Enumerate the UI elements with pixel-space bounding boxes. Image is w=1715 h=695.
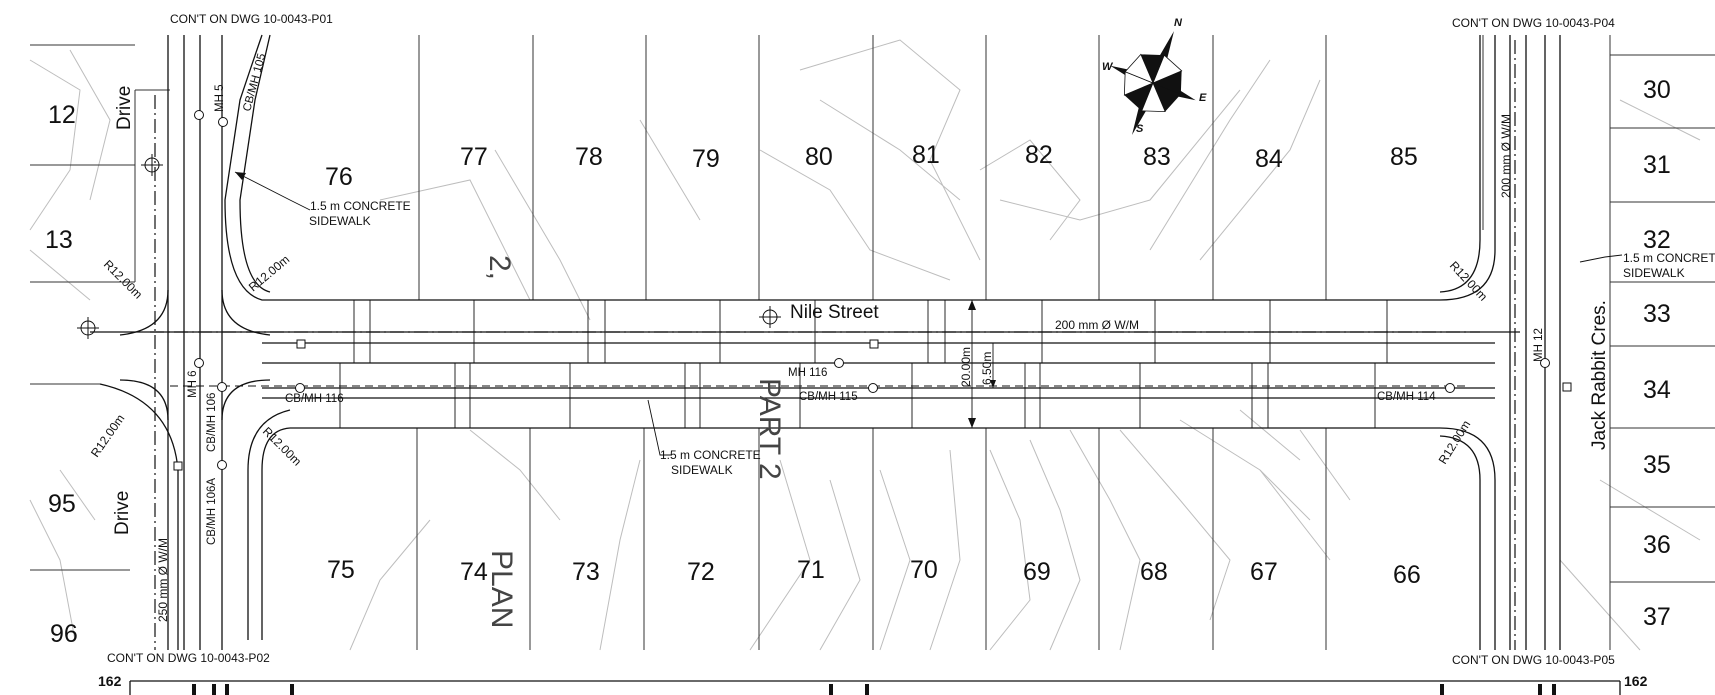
lot-number: 96 xyxy=(50,620,78,648)
radius-label: R12.00m xyxy=(260,424,304,468)
row-width-dimension: 20.00m xyxy=(959,347,973,387)
watermain-label: 200 mm Ø W/M xyxy=(1055,318,1139,332)
radius-label: R12.00m xyxy=(101,257,145,301)
lot-number: 36 xyxy=(1643,531,1671,559)
lot-number: 66 xyxy=(1393,561,1421,589)
lot-number: 84 xyxy=(1255,145,1283,173)
profile-elevation-left: 162 xyxy=(98,673,122,689)
leader-lines xyxy=(234,171,1623,456)
lot-number: 13 xyxy=(45,226,73,254)
profile-elevation-right: 162 xyxy=(1624,673,1648,689)
structure-label: CB/MH 115 xyxy=(799,391,858,403)
topo-contours xyxy=(29,39,1701,651)
radius-label: R12.00m xyxy=(246,252,292,294)
street-name-jack-rabbit: Jack Rabbit Cres. xyxy=(1589,300,1610,450)
lot-number: 34 xyxy=(1643,376,1671,404)
west-lot-lines xyxy=(30,44,170,571)
compass-rose-icon xyxy=(1110,31,1196,135)
lot-number: 31 xyxy=(1643,151,1671,179)
structure-label: MH 6 xyxy=(187,371,199,398)
lot-number: 77 xyxy=(460,143,488,171)
lot-number: 80 xyxy=(805,143,833,171)
compass-e-label: E xyxy=(1199,92,1207,104)
lot-number: 74 xyxy=(460,558,488,586)
ghost-mark: 2, xyxy=(483,255,516,280)
structures xyxy=(173,110,1572,471)
cont-ref-top-right: CON'T ON DWG 10-0043-P04 xyxy=(1452,16,1615,30)
profile-strip xyxy=(129,680,1621,695)
lot-number: 37 xyxy=(1643,603,1671,631)
lot-number: 76 xyxy=(325,163,353,191)
lot-number: 35 xyxy=(1643,451,1671,479)
lot-number: 69 xyxy=(1023,558,1051,586)
lot-number: 78 xyxy=(575,143,603,171)
sidewalk-note: 1.5 m CONCRETE SIDEWALK xyxy=(309,199,414,228)
structure-label: MH 12 xyxy=(1533,328,1545,362)
lot-number: 33 xyxy=(1643,300,1671,328)
road-width-dimension: 6.50m xyxy=(980,352,994,385)
part-label: PART 2 xyxy=(753,378,786,480)
drive-west-road xyxy=(99,34,291,650)
lot-number: 82 xyxy=(1025,141,1053,169)
compass-n-label: N xyxy=(1174,17,1183,29)
structure-label: CB/MH 106A xyxy=(206,478,218,545)
lot-number: 73 xyxy=(572,558,600,586)
hydrant-symbols xyxy=(77,154,781,339)
structure-label: CB/MH 116 xyxy=(285,393,344,405)
cont-ref-bottom-right: CON'T ON DWG 10-0043-P05 xyxy=(1452,653,1615,667)
cont-ref-top-left: CON'T ON DWG 10-0043-P01 xyxy=(170,12,333,26)
lot-number: 70 xyxy=(910,556,938,584)
south-lot-lines xyxy=(416,428,1327,650)
lot-number: 30 xyxy=(1643,76,1671,104)
lot-number: 95 xyxy=(48,490,76,518)
watermain-label: 250 mm Ø W/M xyxy=(156,538,170,622)
structure-label: MH 116 xyxy=(788,367,827,379)
lot-number: 79 xyxy=(692,145,720,173)
radius-label: R12.00m xyxy=(1447,258,1490,303)
service-lateral-ticks xyxy=(339,300,1388,428)
east-lot-lines xyxy=(1609,35,1715,650)
lot-number: 72 xyxy=(687,558,715,586)
lot-number: 83 xyxy=(1143,143,1171,171)
dimension-lines xyxy=(968,300,996,428)
compass-w-label: W xyxy=(1102,61,1114,73)
radius-label: R12.00m xyxy=(88,412,127,460)
north-lot-lines xyxy=(418,35,1484,300)
street-name-drive-north: Drive xyxy=(114,86,135,130)
structure-label: MH 5 xyxy=(214,85,226,112)
lot-number: 67 xyxy=(1250,558,1278,586)
lot-number: 12 xyxy=(48,101,76,129)
structure-label: CB/MH 114 xyxy=(1377,391,1436,403)
lot-number: 85 xyxy=(1390,143,1418,171)
lot-number: 71 xyxy=(797,556,825,584)
lot-number: 32 xyxy=(1643,226,1671,254)
street-name-nile: Nile Street xyxy=(790,302,879,323)
lot-number: 75 xyxy=(327,556,355,584)
jack-rabbit-road xyxy=(1439,35,1561,650)
lot-number: 81 xyxy=(912,141,940,169)
sidewalk-note: 1.5 m CONCRETE SIDEWALK xyxy=(1623,251,1715,280)
watermain-label: 200 mm Ø W/M xyxy=(1499,114,1513,198)
lot-number: 68 xyxy=(1140,558,1168,586)
compass-s-label: S xyxy=(1136,123,1144,135)
plan-label: PLAN xyxy=(485,550,518,628)
radius-label: R12.00m xyxy=(1436,418,1474,467)
street-name-drive-south: Drive xyxy=(112,491,133,535)
sidewalk-note: 1.5 m CONCRETE SIDEWALK xyxy=(660,448,764,477)
cont-ref-bottom-left: CON'T ON DWG 10-0043-P02 xyxy=(107,651,270,665)
nile-street-road xyxy=(90,299,1520,429)
structure-label: CB/MH 106 xyxy=(206,393,218,452)
